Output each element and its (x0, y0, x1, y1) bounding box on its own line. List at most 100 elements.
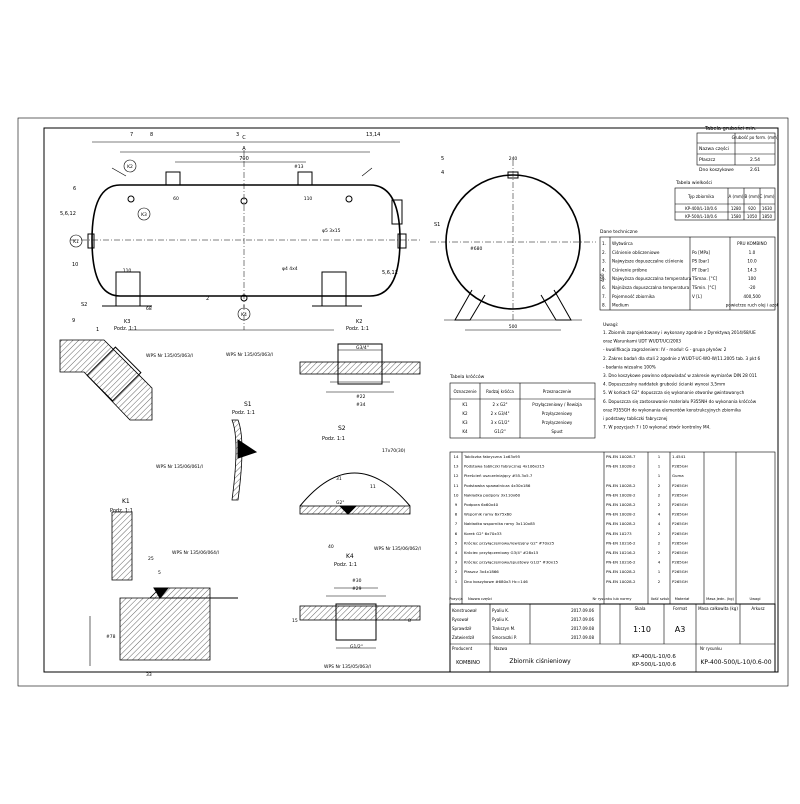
part-cell: P265GH (672, 512, 688, 517)
part-cell: 4 (455, 550, 458, 555)
nozzle-callout: K1 (73, 239, 79, 245)
part-cell: P265GH (672, 540, 688, 545)
title-label: Format (673, 606, 688, 611)
nozzle-cell: K3 (462, 420, 468, 425)
tables (449, 132, 776, 673)
tech-cell: 8. (602, 303, 606, 308)
tech-cell: Medium (612, 303, 629, 308)
part-cell: Wspornik ramy 6x75x60 (464, 512, 512, 517)
tech-cell: 2. (602, 250, 606, 255)
nozzle-callout-circle (69, 234, 83, 248)
end-view (430, 160, 596, 331)
part-cell: P265GH (672, 464, 688, 469)
sizes-header: A (mm) (729, 194, 744, 199)
nozzle-callout: K2 (127, 164, 133, 170)
parts-header: Uwagi (749, 597, 760, 601)
note-line: 4. Dopuszczalny naddatek grubości ściank… (603, 382, 725, 387)
part-cell: 14 (454, 454, 459, 459)
drawing-type: KP-500/L-10/0.6 (632, 662, 676, 668)
part-cell: P265GH (672, 569, 688, 574)
part-cell: Króciec przyłączeniowy/spustowy G1/2" #3… (464, 560, 559, 565)
part-cell: Podpora 6x60x40 (464, 502, 499, 507)
detail-scale: Podz. 1:1 (322, 436, 345, 442)
item-number: 2 (206, 296, 209, 302)
detail-dim: G2" (336, 500, 344, 506)
note-line: 7. W pozycjach 7 i 10 wykonać otwór kont… (603, 425, 711, 430)
tech-cell: 1.0 (749, 250, 756, 255)
title-label: Masa całkowita (kg) (698, 606, 738, 611)
part-cell: 3 (455, 560, 458, 565)
part-cell: Podstawa tabliczki fabrycznej 4x106x215 (464, 464, 545, 469)
detail-dim: 5 (158, 570, 161, 576)
tech-cell: Ciśnienie obliczeniowe (612, 250, 660, 255)
tech-cell: 10.0 (747, 259, 757, 264)
title-label: Producent (452, 646, 473, 651)
parts-header: Ilość sztuk (651, 597, 671, 601)
title-cell: 2017.09.08 (571, 635, 594, 640)
nozzle-cell: G1/2" (494, 429, 506, 434)
part-cell: P265GH (672, 531, 688, 536)
title-cell: Sprawdził (452, 626, 472, 631)
format-value: A3 (675, 625, 686, 634)
part-cell: PN-EN 10028-2 (606, 492, 636, 497)
title-cell: Zatwierdził (452, 635, 475, 640)
detail-dim: G3/4" (356, 345, 369, 351)
item-number: 5 (441, 156, 444, 162)
sizes-header: C (mm) (760, 194, 775, 199)
drawing-number: KP-400-500/L-10/0.6-00 (700, 659, 771, 666)
detail-dim: #29 (352, 586, 362, 592)
part-cell: 1.4541 (672, 454, 686, 459)
item-number: 10 (72, 262, 78, 268)
nozzle-header: Przeznaczenie (543, 389, 572, 394)
inner-frame (43, 127, 779, 673)
detail-dim: #22 (356, 394, 366, 400)
part-cell: Korek G2" 6x70x33 (464, 531, 502, 536)
part-cell: Guma (672, 473, 684, 478)
sizes-cell: 1280 (731, 206, 742, 211)
note-line: - badania wizualne 100% (603, 364, 656, 369)
title-label: Nazwa (494, 646, 508, 651)
part-cell: P265GH (672, 502, 688, 507)
sizes-table-title: Tabela wielkości (675, 179, 712, 186)
nozzle-top-left (165, 171, 181, 186)
detail-k1 (89, 511, 238, 666)
company-logo: KOMBINO (456, 660, 480, 666)
leg-left (115, 271, 141, 307)
vessel-body-side (91, 184, 401, 297)
part-cell: 2 (658, 550, 661, 555)
detail-title: K2 (356, 319, 362, 325)
text-layer: Tabela grubości min.Nazwa częściGrubość … (60, 125, 779, 678)
part-cell: P265GH (672, 560, 688, 565)
part-cell: PN-EN 10216-2 (606, 540, 636, 545)
tech-cell: Po [MPa] (692, 250, 710, 255)
detail-k3 (59, 339, 153, 421)
tech-cell: 5. (602, 276, 606, 281)
title-label: Arkusz (751, 606, 764, 611)
detail-dim: 25 (148, 556, 154, 562)
nozzle-callout-circle (123, 159, 137, 173)
part-cell: 2 (658, 492, 661, 497)
thickness-header: Grubość po form. (mm) (732, 135, 779, 140)
nozzle-cell: K1 (462, 402, 468, 407)
detail-k4 (299, 587, 421, 649)
wps-label: WPS Nr 135/06/062/I (374, 546, 421, 552)
nozzle-cell: 3 x G1/2" (491, 420, 510, 425)
part-cell: PN-EN 10028-2 (606, 502, 636, 507)
tech-cell: 1. (602, 241, 606, 246)
thickness-cell: 2.54 (750, 157, 760, 163)
dim-label: 500 (509, 324, 518, 330)
sizes-cell: KP-400/L-10/0.6 (685, 206, 717, 211)
parts-header: Nr rysunku lub normy (593, 597, 633, 601)
part-cell: P265GH (672, 521, 688, 526)
nozzle-cell: 2 x G3/4" (491, 411, 510, 416)
nozzle-cell: Spust (551, 429, 563, 434)
part-cell: PN-EN 10028-2 (606, 464, 636, 469)
dim-label: 110 (123, 268, 132, 274)
part-cell: 5 (455, 540, 458, 545)
scale-value: 1:10 (633, 625, 651, 634)
detail-dim: 40 (328, 544, 334, 550)
outer-frame (17, 117, 789, 687)
part-cell: 6 (455, 531, 458, 536)
note-line: oraz P355GH do wykonania elementów konst… (603, 407, 741, 412)
